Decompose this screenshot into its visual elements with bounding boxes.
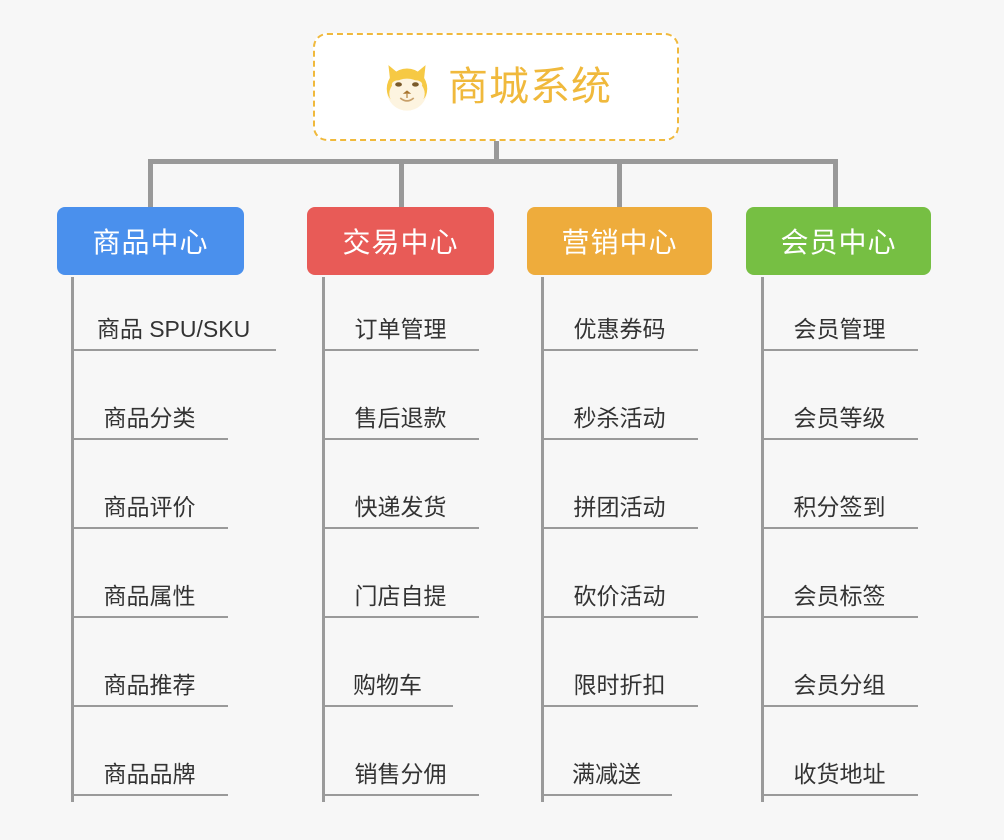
leaf-label: 商品分类 <box>103 405 196 431</box>
branch-spine-1 <box>71 277 74 802</box>
leaf-label: 拼团活动 <box>573 494 666 520</box>
root-title: 商城系统 <box>448 65 612 109</box>
leaf-item-4-5[interactable]: 会员分组 <box>761 674 918 707</box>
leaf-label: 会员分组 <box>793 672 886 698</box>
leaf-item-2-4[interactable]: 门店自提 <box>322 585 479 618</box>
leaf-item-1-4[interactable]: 商品属性 <box>71 585 228 618</box>
leaf-item-4-1[interactable]: 会员管理 <box>761 318 918 351</box>
leaf-label: 满减送 <box>572 761 641 787</box>
leaf-item-3-6[interactable]: 满减送 <box>541 763 672 796</box>
category-box-4[interactable]: 会员中心 <box>746 207 931 275</box>
connector-drop-3 <box>617 159 622 209</box>
leaf-item-2-3[interactable]: 快递发货 <box>322 496 479 529</box>
leaf-item-1-6[interactable]: 商品品牌 <box>71 763 228 796</box>
leaf-item-4-2[interactable]: 会员等级 <box>761 407 918 440</box>
category-label-4: 会员中心 <box>780 227 897 258</box>
branch-spine-2 <box>322 277 325 802</box>
leaf-label: 商品推荐 <box>103 672 196 698</box>
leaf-label: 会员标签 <box>793 583 886 609</box>
leaf-item-1-1[interactable]: 商品 SPU/SKU <box>71 318 276 351</box>
leaf-item-2-2[interactable]: 售后退款 <box>322 407 479 440</box>
leaf-label: 会员等级 <box>793 405 886 431</box>
leaf-item-1-5[interactable]: 商品推荐 <box>71 674 228 707</box>
leaf-label: 砍价活动 <box>573 583 666 609</box>
branch-spine-4 <box>761 277 764 802</box>
leaf-item-3-2[interactable]: 秒杀活动 <box>541 407 698 440</box>
leaf-item-1-2[interactable]: 商品分类 <box>71 407 228 440</box>
leaf-item-3-4[interactable]: 砍价活动 <box>541 585 698 618</box>
root-node[interactable]: 商城系统 <box>313 33 679 141</box>
connector-drop-4 <box>833 159 838 209</box>
leaf-label: 收货地址 <box>793 761 886 787</box>
connector-drop-1 <box>148 159 153 209</box>
category-box-3[interactable]: 营销中心 <box>527 207 712 275</box>
shiba-dog-face-icon <box>386 65 428 111</box>
leaf-item-4-4[interactable]: 会员标签 <box>761 585 918 618</box>
leaf-item-2-5[interactable]: 购物车 <box>322 674 453 707</box>
connector-drop-2 <box>399 159 404 209</box>
leaf-item-4-6[interactable]: 收货地址 <box>761 763 918 796</box>
leaf-item-3-1[interactable]: 优惠券码 <box>541 318 698 351</box>
category-box-1[interactable]: 商品中心 <box>57 207 244 275</box>
leaf-label: 限时折扣 <box>573 672 666 698</box>
leaf-label: 秒杀活动 <box>573 405 666 431</box>
category-box-2[interactable]: 交易中心 <box>307 207 494 275</box>
leaf-label: 优惠券码 <box>573 316 666 342</box>
leaf-label: 商品评价 <box>103 494 196 520</box>
leaf-item-3-3[interactable]: 拼团活动 <box>541 496 698 529</box>
leaf-item-1-3[interactable]: 商品评价 <box>71 496 228 529</box>
leaf-label: 售后退款 <box>354 405 447 431</box>
connector-root-stub <box>494 141 499 163</box>
category-label-2: 交易中心 <box>342 227 459 258</box>
branch-spine-3 <box>541 277 544 802</box>
leaf-item-4-3[interactable]: 积分签到 <box>761 496 918 529</box>
leaf-label: 快递发货 <box>354 494 447 520</box>
category-label-3: 营销中心 <box>561 227 678 258</box>
leaf-label: 积分签到 <box>793 494 886 520</box>
leaf-label: 购物车 <box>353 672 422 698</box>
leaf-item-3-5[interactable]: 限时折扣 <box>541 674 698 707</box>
leaf-label: 商品品牌 <box>103 761 196 787</box>
leaf-item-2-6[interactable]: 销售分佣 <box>322 763 479 796</box>
leaf-label: 门店自提 <box>354 583 447 609</box>
leaf-item-2-1[interactable]: 订单管理 <box>322 318 479 351</box>
leaf-label: 销售分佣 <box>354 761 447 787</box>
leaf-label: 商品属性 <box>103 583 196 609</box>
connector-horizontal-bus <box>150 159 837 164</box>
leaf-label: 订单管理 <box>354 316 447 342</box>
leaf-label: 商品 SPU/SKU <box>96 316 251 342</box>
category-label-1: 商品中心 <box>92 227 209 258</box>
leaf-label: 会员管理 <box>793 316 886 342</box>
